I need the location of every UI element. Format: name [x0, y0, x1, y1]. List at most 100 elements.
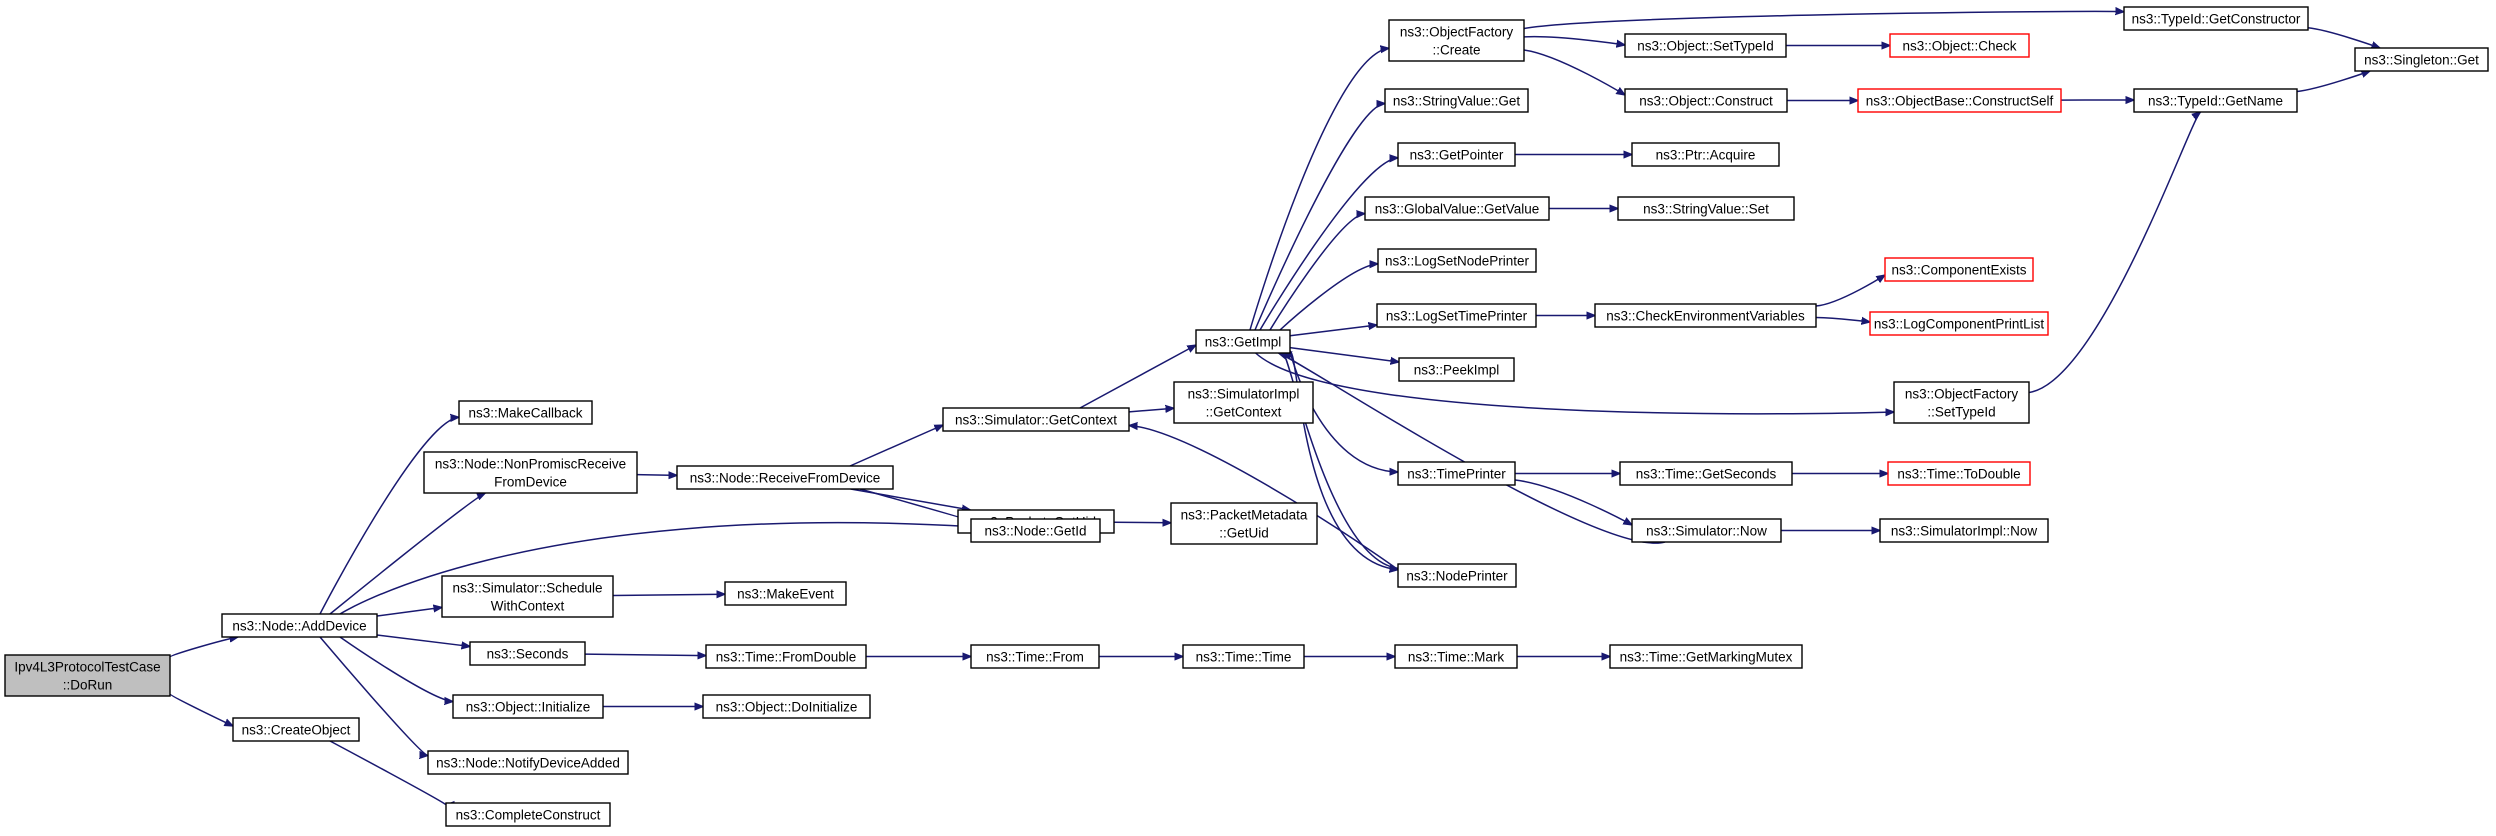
node-box: [221, 613, 378, 638]
node-label: ns3::ObjectFactory: [1400, 25, 1514, 40]
edge-objfactorycreate-to-typeidgetconstructor: [1523, 11, 2124, 30]
node-timemark[interactable]: ns3::Time::Mark: [1394, 644, 1518, 669]
node-getpointer[interactable]: ns3::GetPointer: [1397, 142, 1516, 167]
node-logsettimeprinter[interactable]: ns3::LogSetTimePrinter: [1376, 303, 1537, 328]
node-notifydev[interactable]: ns3::Node::NotifyDeviceAdded: [427, 750, 629, 775]
node-simgetcontext[interactable]: ns3::Simulator::GetContext: [942, 407, 1130, 432]
edge-timeprinter-to-simnow: [1514, 479, 1632, 525]
node-typeidgetname[interactable]: ns3::TypeId::GetName: [2133, 88, 2298, 113]
node-label: ns3::LogSetNodePrinter: [1385, 254, 1530, 269]
node-singletonget[interactable]: ns3::Singleton::Get: [2354, 47, 2489, 72]
node-objbaseconstructself[interactable]: ns3::ObjectBase::ConstructSelf: [1857, 88, 2062, 113]
node-box: [1377, 248, 1537, 273]
node-box: [1397, 461, 1516, 486]
node-peekimpl[interactable]: ns3::PeekImpl: [1398, 357, 1515, 382]
node-label: ::Create: [1432, 43, 1480, 58]
node-timeprinter[interactable]: ns3::TimePrinter: [1397, 461, 1516, 486]
node-label: ns3::Object::Construct: [1639, 94, 1773, 109]
node-box: [1394, 644, 1518, 669]
node-label: ns3::Time::From: [986, 650, 1084, 665]
edge-receivefromdevice-to-nodegetid: [859, 488, 971, 521]
node-simimplgetcontext[interactable]: ns3::SimulatorImpl::GetContext: [1173, 381, 1314, 424]
node-label: FromDevice: [494, 475, 567, 490]
node-componentexists[interactable]: ns3::ComponentExists: [1884, 257, 2034, 282]
node-simnow[interactable]: ns3::Simulator::Now: [1631, 518, 1782, 543]
edge-getimpl-to-logsetnodeprinter: [1279, 264, 1378, 331]
node-getimpl[interactable]: ns3::GetImpl: [1195, 329, 1291, 354]
edge-nodeprinter-to-getimpl: [1283, 353, 1399, 570]
node-label: ns3::GetPointer: [1410, 148, 1504, 163]
node-label: ns3::Singleton::Get: [2364, 53, 2479, 68]
node-timetime[interactable]: ns3::Time::Time: [1182, 644, 1305, 669]
node-seconds[interactable]: ns3::Seconds: [469, 641, 586, 666]
node-label: ns3::Simulator::Now: [1646, 524, 1767, 539]
node-label: ns3::ObjectFactory: [1905, 387, 2019, 402]
node-simimplnow[interactable]: ns3::SimulatorImpl::Now: [1879, 518, 2049, 543]
edge-getimpl-to-objfactorysettypeid: [1255, 352, 1894, 414]
node-completeconstruct[interactable]: ns3::CompleteConstruct: [445, 802, 611, 827]
node-box: [458, 400, 593, 425]
node-makeevent[interactable]: ns3::MakeEvent: [724, 581, 847, 606]
node-nodegetid[interactable]: ns3::Node::GetId: [970, 518, 1101, 543]
node-box: [1631, 142, 1780, 167]
node-timegetseconds[interactable]: ns3::Time::GetSeconds: [1619, 461, 1793, 486]
node-receivefromdevice[interactable]: ns3::Node::ReceiveFromDevice: [676, 465, 894, 490]
node-objfactorysettypeid[interactable]: ns3::ObjectFactory::SetTypeId: [1893, 381, 2030, 424]
edge-adddevice-to-schedulectx: [376, 607, 442, 617]
edge-getimpl-to-globalvaluegetvalue: [1269, 214, 1365, 331]
node-logsetnodeprinter[interactable]: ns3::LogSetNodePrinter: [1377, 248, 1537, 273]
node-checkenv[interactable]: ns3::CheckEnvironmentVariables: [1594, 303, 1817, 328]
node-timetodouble[interactable]: ns3::Time::ToDouble: [1887, 461, 2031, 486]
edge-seconds-to-fromdouble: [584, 654, 706, 655]
edge-adddevice-to-seconds: [376, 634, 470, 646]
node-objfactorycreate[interactable]: ns3::ObjectFactory::Create: [1388, 19, 1525, 62]
node-makecallback[interactable]: ns3::MakeCallback: [458, 400, 593, 425]
node-nodeprinter[interactable]: ns3::NodePrinter: [1397, 563, 1517, 588]
node-box: [1398, 357, 1515, 382]
node-objsettypeid[interactable]: ns3::Object::SetTypeId: [1624, 33, 1787, 58]
node-doinitialize[interactable]: ns3::Object::DoInitialize: [702, 694, 871, 719]
node-getmarkingmutex[interactable]: ns3::Time::GetMarkingMutex: [1609, 644, 1803, 669]
node-box: [724, 581, 847, 606]
node-box: [1384, 88, 1529, 113]
node-label: ns3::Time::Time: [1196, 650, 1292, 665]
node-label: ns3::Node::ReceiveFromDevice: [690, 471, 881, 486]
node-timefrom[interactable]: ns3::Time::From: [970, 644, 1100, 669]
edge-nonpromisc-to-receivefromdevice: [636, 475, 677, 476]
edge-schedulectx-to-makeevent: [612, 594, 725, 595]
edge-root-to-createobject: [169, 693, 233, 726]
node-label: ns3::Seconds: [487, 647, 569, 662]
node-globalvaluegetvalue[interactable]: ns3::GlobalValue::GetValue: [1364, 196, 1550, 221]
node-label: ns3::ObjectBase::ConstructSelf: [1866, 94, 2054, 109]
node-createobject[interactable]: ns3::CreateObject: [232, 717, 360, 742]
edge-nodeprinter-to-simgetcontext: [1129, 425, 1399, 571]
node-label: ns3::CheckEnvironmentVariables: [1606, 309, 1805, 324]
edge-getimpl-to-peekimpl: [1289, 346, 1399, 362]
edge-objfactorycreate-to-objconstruct: [1523, 49, 1625, 95]
edge-getimpl-to-logsettimeprinter: [1289, 325, 1377, 337]
node-stringvalueset[interactable]: ns3::StringValue::Set: [1617, 196, 1795, 221]
node-adddevice[interactable]: ns3::Node::AddDevice: [221, 613, 378, 638]
node-label: ns3::Node::GetId: [984, 524, 1086, 539]
node-label: ns3::Simulator::GetContext: [955, 413, 1117, 428]
node-objinit[interactable]: ns3::Object::Initialize: [452, 694, 604, 719]
node-fromdouble[interactable]: ns3::Time::FromDouble: [705, 644, 867, 669]
node-box: [1619, 461, 1793, 486]
node-objcheck[interactable]: ns3::Object::Check: [1889, 33, 2030, 58]
node-box: [1887, 461, 2031, 486]
node-root[interactable]: Ipv4L3ProtocolTestCase::DoRun: [4, 654, 171, 697]
node-label: ns3::Object::Check: [1902, 39, 2016, 54]
node-label: ns3::CreateObject: [242, 723, 351, 738]
node-stringvalueget[interactable]: ns3::StringValue::Get: [1384, 88, 1529, 113]
node-box: [1397, 142, 1516, 167]
node-ptracquire[interactable]: ns3::Ptr::Acquire: [1631, 142, 1780, 167]
edge-typeidgetconstructor-to-singletonget: [2307, 27, 2380, 48]
node-logcomponentprintlist[interactable]: ns3::LogComponentPrintList: [1869, 311, 2049, 336]
node-pktmetagetuid[interactable]: ns3::PacketMetadata::GetUid: [1170, 502, 1318, 545]
node-objconstruct[interactable]: ns3::Object::Construct: [1624, 88, 1788, 113]
node-label: ns3::SimulatorImpl: [1188, 387, 1300, 402]
node-label: ns3::StringValue::Get: [1393, 94, 1521, 109]
node-typeidgetconstructor[interactable]: ns3::TypeId::GetConstructor: [2123, 6, 2309, 31]
